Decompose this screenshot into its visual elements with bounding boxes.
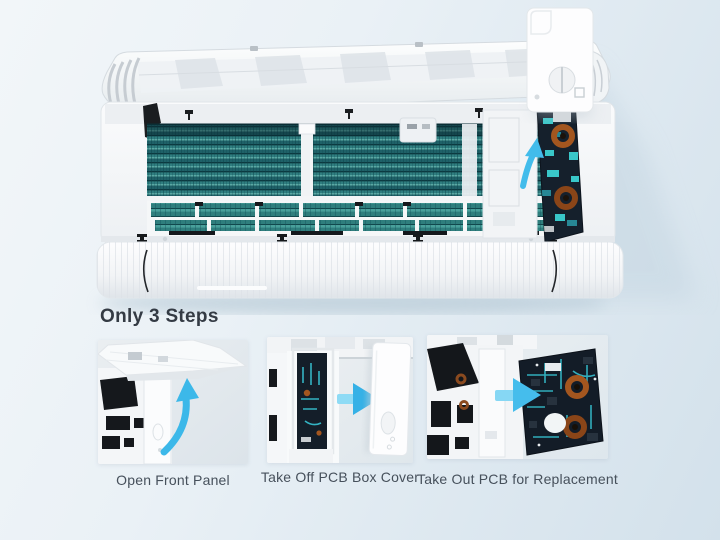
pcb-bay (482, 99, 584, 243)
mini-unit-side (98, 368, 172, 464)
copper-coil (565, 375, 589, 399)
right-arrow-icon (495, 378, 541, 412)
mini-unit-open (427, 335, 537, 459)
heading: Only 3 Steps (100, 306, 219, 327)
hero-arrow-icon (520, 138, 544, 189)
step1-thumbnail (98, 340, 248, 464)
sensor-bracket (399, 117, 437, 143)
cover-icon (574, 87, 585, 98)
mini-pcb-board (518, 348, 604, 456)
step-open-front-panel: Open Front Panel (98, 340, 248, 488)
mini-unit-top (267, 337, 413, 359)
step-take-out-pcb: Take Out PCB for Replacement (417, 335, 618, 487)
curved-up-arrow-icon (160, 378, 199, 456)
mini-pcb-box-cover (365, 342, 412, 456)
right-arrow-icon (337, 383, 379, 415)
mini-unit-edge (267, 351, 339, 463)
copper-coil (551, 124, 575, 148)
air-louver (96, 241, 624, 299)
step3-caption: Take Out PCB for Replacement (417, 471, 618, 487)
step2-thumbnail (267, 337, 413, 463)
step-take-off-pcb-box-cover: Take Off PCB Box Cover (261, 337, 419, 485)
copper-coil (554, 186, 578, 210)
step1-caption: Open Front Panel (116, 472, 230, 488)
step2-caption: Take Off PCB Box Cover (260, 469, 420, 485)
copper-coil (563, 415, 587, 439)
pcb-box-cover (526, 7, 594, 122)
mini-pcb-strip (289, 347, 335, 463)
step3-thumbnail (427, 335, 608, 459)
mini-front-panel (98, 340, 248, 381)
pcb-white-module (544, 413, 566, 433)
hinge-ribs (107, 57, 141, 105)
pcb-board (536, 99, 584, 243)
hero-image (85, 0, 720, 315)
fin-divider (301, 124, 313, 198)
